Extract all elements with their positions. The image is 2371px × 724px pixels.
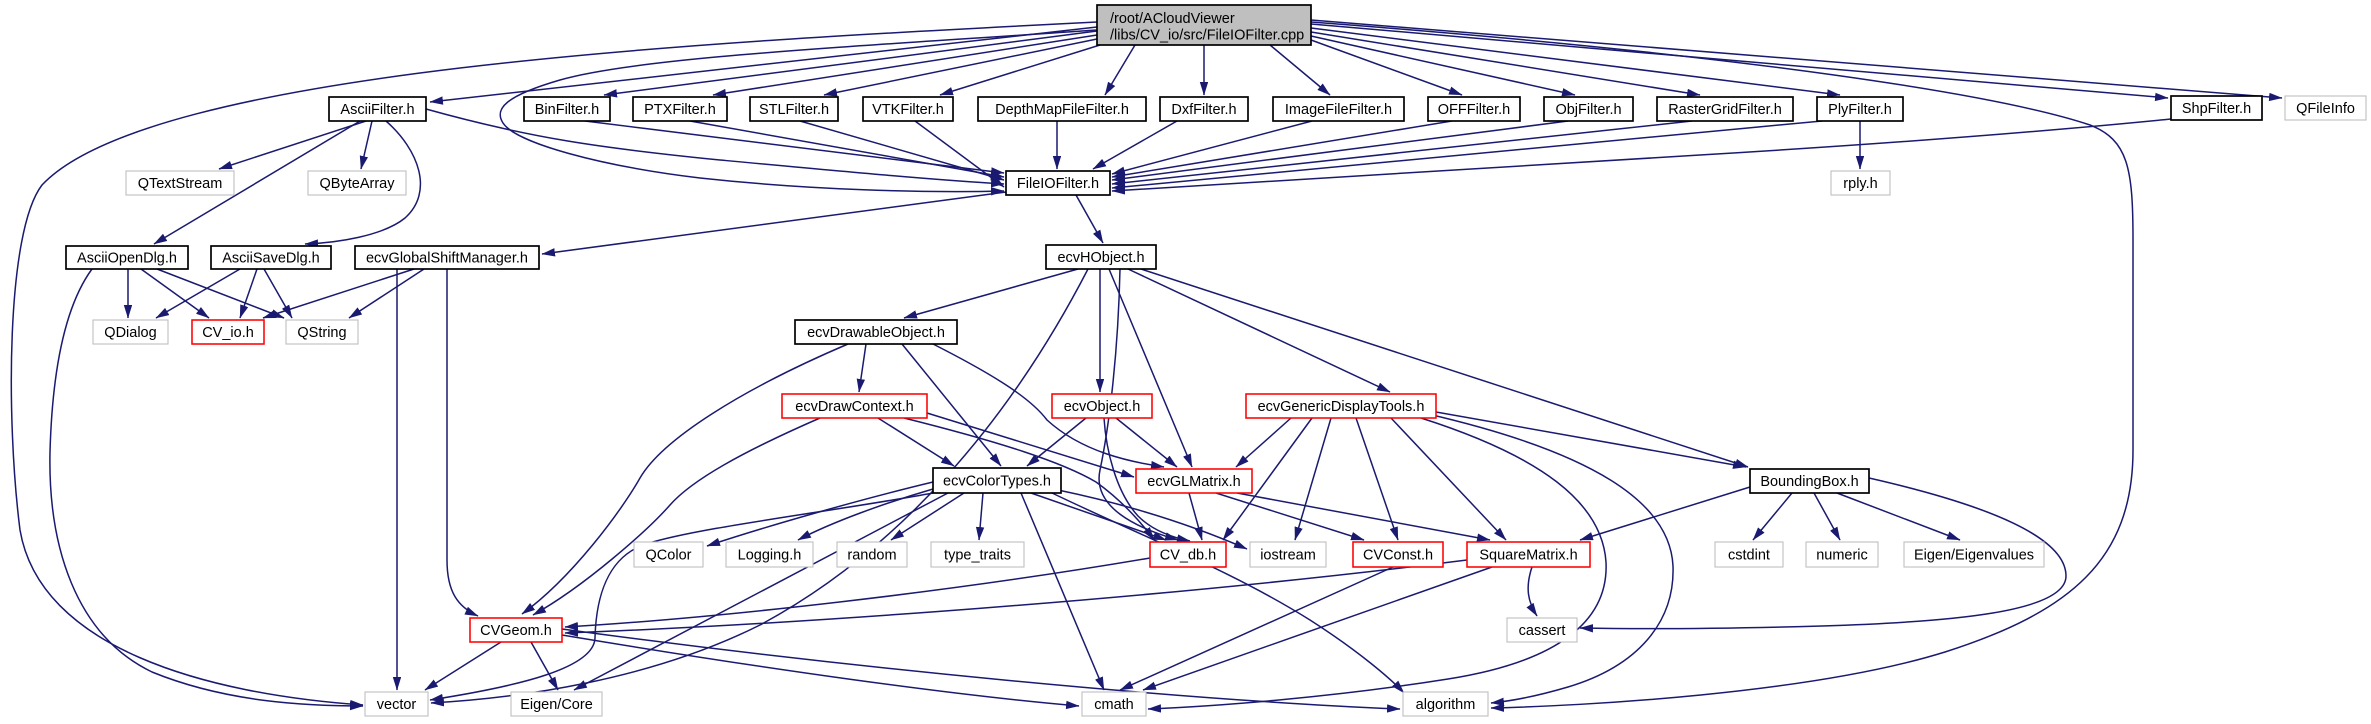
- svg-text:VTKFilter.h: VTKFilter.h: [872, 102, 944, 118]
- svg-text:CVConst.h: CVConst.h: [1363, 547, 1433, 563]
- svg-text:PTXFilter.h: PTXFilter.h: [644, 102, 716, 118]
- svg-text:/libs/CV_io/src/FileIOFilter.c: /libs/CV_io/src/FileIOFilter.cpp: [1110, 28, 1304, 44]
- svg-text:ecvColorTypes.h: ecvColorTypes.h: [943, 473, 1051, 489]
- svg-text:BoundingBox.h: BoundingBox.h: [1760, 474, 1858, 490]
- svg-text:AsciiSaveDlg.h: AsciiSaveDlg.h: [222, 250, 320, 266]
- svg-text:QByteArray: QByteArray: [320, 176, 396, 192]
- svg-text:BinFilter.h: BinFilter.h: [535, 102, 599, 118]
- svg-text:QDialog: QDialog: [104, 325, 156, 341]
- svg-text:CVGeom.h: CVGeom.h: [480, 623, 552, 639]
- svg-text:/root/ACloudViewer: /root/ACloudViewer: [1110, 11, 1235, 27]
- svg-text:SquareMatrix.h: SquareMatrix.h: [1479, 547, 1577, 563]
- svg-text:ecvObject.h: ecvObject.h: [1064, 399, 1141, 415]
- svg-text:Eigen/Eigenvalues: Eigen/Eigenvalues: [1914, 547, 2034, 563]
- svg-text:RasterGridFilter.h: RasterGridFilter.h: [1668, 102, 1782, 118]
- svg-text:ImageFileFilter.h: ImageFileFilter.h: [1285, 102, 1392, 118]
- svg-text:ecvGenericDisplayTools.h: ecvGenericDisplayTools.h: [1258, 399, 1425, 415]
- svg-text:CV_db.h: CV_db.h: [1160, 547, 1216, 563]
- svg-text:QColor: QColor: [646, 547, 692, 563]
- svg-text:ShpFilter.h: ShpFilter.h: [2182, 101, 2251, 117]
- svg-text:type_traits: type_traits: [944, 547, 1011, 563]
- svg-text:cstdint: cstdint: [1728, 547, 1770, 563]
- svg-text:QString: QString: [297, 325, 346, 341]
- svg-text:AsciiFilter.h: AsciiFilter.h: [340, 102, 414, 118]
- svg-text:cmath: cmath: [1094, 697, 1134, 713]
- svg-text:Logging.h: Logging.h: [738, 547, 802, 563]
- svg-text:cassert: cassert: [1519, 623, 1566, 639]
- svg-text:FileIOFilter.h: FileIOFilter.h: [1017, 176, 1099, 192]
- svg-text:ecvHObject.h: ecvHObject.h: [1057, 250, 1144, 266]
- svg-text:Eigen/Core: Eigen/Core: [520, 697, 593, 713]
- svg-text:QTextStream: QTextStream: [138, 176, 223, 192]
- svg-text:iostream: iostream: [1260, 547, 1316, 563]
- svg-text:algorithm: algorithm: [1416, 697, 1476, 713]
- svg-text:AsciiOpenDlg.h: AsciiOpenDlg.h: [77, 250, 177, 266]
- svg-text:PlyFilter.h: PlyFilter.h: [1828, 102, 1892, 118]
- svg-text:numeric: numeric: [1816, 547, 1868, 563]
- svg-text:ecvGLMatrix.h: ecvGLMatrix.h: [1147, 474, 1240, 490]
- svg-text:CV_io.h: CV_io.h: [202, 325, 254, 341]
- svg-text:OFFFilter.h: OFFFilter.h: [1438, 102, 1511, 118]
- svg-text:rply.h: rply.h: [1843, 176, 1877, 192]
- svg-text:STLFilter.h: STLFilter.h: [759, 102, 829, 118]
- svg-text:ecvGlobalShiftManager.h: ecvGlobalShiftManager.h: [366, 250, 528, 266]
- svg-text:random: random: [847, 547, 896, 563]
- svg-text:vector: vector: [377, 697, 417, 713]
- svg-text:DepthMapFileFilter.h: DepthMapFileFilter.h: [995, 102, 1129, 118]
- svg-text:ObjFilter.h: ObjFilter.h: [1555, 102, 1621, 118]
- svg-text:ecvDrawContext.h: ecvDrawContext.h: [795, 399, 913, 415]
- svg-text:QFileInfo: QFileInfo: [2296, 101, 2355, 117]
- svg-text:DxfFilter.h: DxfFilter.h: [1171, 102, 1236, 118]
- svg-text:ecvDrawableObject.h: ecvDrawableObject.h: [807, 325, 945, 341]
